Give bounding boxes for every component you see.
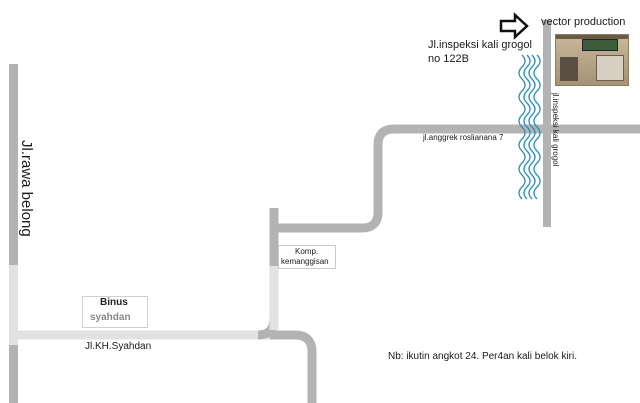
road-inspeksi-kali-grogol xyxy=(543,20,551,227)
road-rawa-belong-lower xyxy=(9,265,18,345)
road-rawa-belong xyxy=(9,64,18,403)
kemanggisan-label: kemanggisan xyxy=(281,257,329,266)
vector-production-label: vector production xyxy=(541,16,626,28)
river-waves-icon xyxy=(518,54,541,200)
syahdan-label: syahdan xyxy=(90,312,131,323)
jl-anggrek-label: jl.anggrek roslianana 7 xyxy=(422,133,504,142)
destination-address-line2: no 122B xyxy=(428,53,469,65)
binus-syahdan-box xyxy=(82,296,148,328)
komp-kemanggisan-box xyxy=(278,245,336,269)
jl-inspeksi-vertical-label: jl.inspeksi kali grogol xyxy=(551,92,560,167)
direction-note: Nb: ikutin angkot 24. Per4an kali belok … xyxy=(388,351,577,362)
right-arrow-icon xyxy=(499,12,529,40)
jl-rawa-belong-label: Jl.rawa belong xyxy=(18,140,35,237)
destination-address-line1: Jl.inspeksi kali grogol xyxy=(428,39,532,51)
komp-label: Komp. xyxy=(295,247,319,256)
jl-kh-syahdan-label: Jl.KH.Syahdan xyxy=(85,341,152,352)
building-photo-icon xyxy=(555,34,629,86)
road-anggrek xyxy=(274,124,640,233)
road-kh-syahdan xyxy=(14,330,317,403)
binus-label: Binus xyxy=(100,297,128,308)
